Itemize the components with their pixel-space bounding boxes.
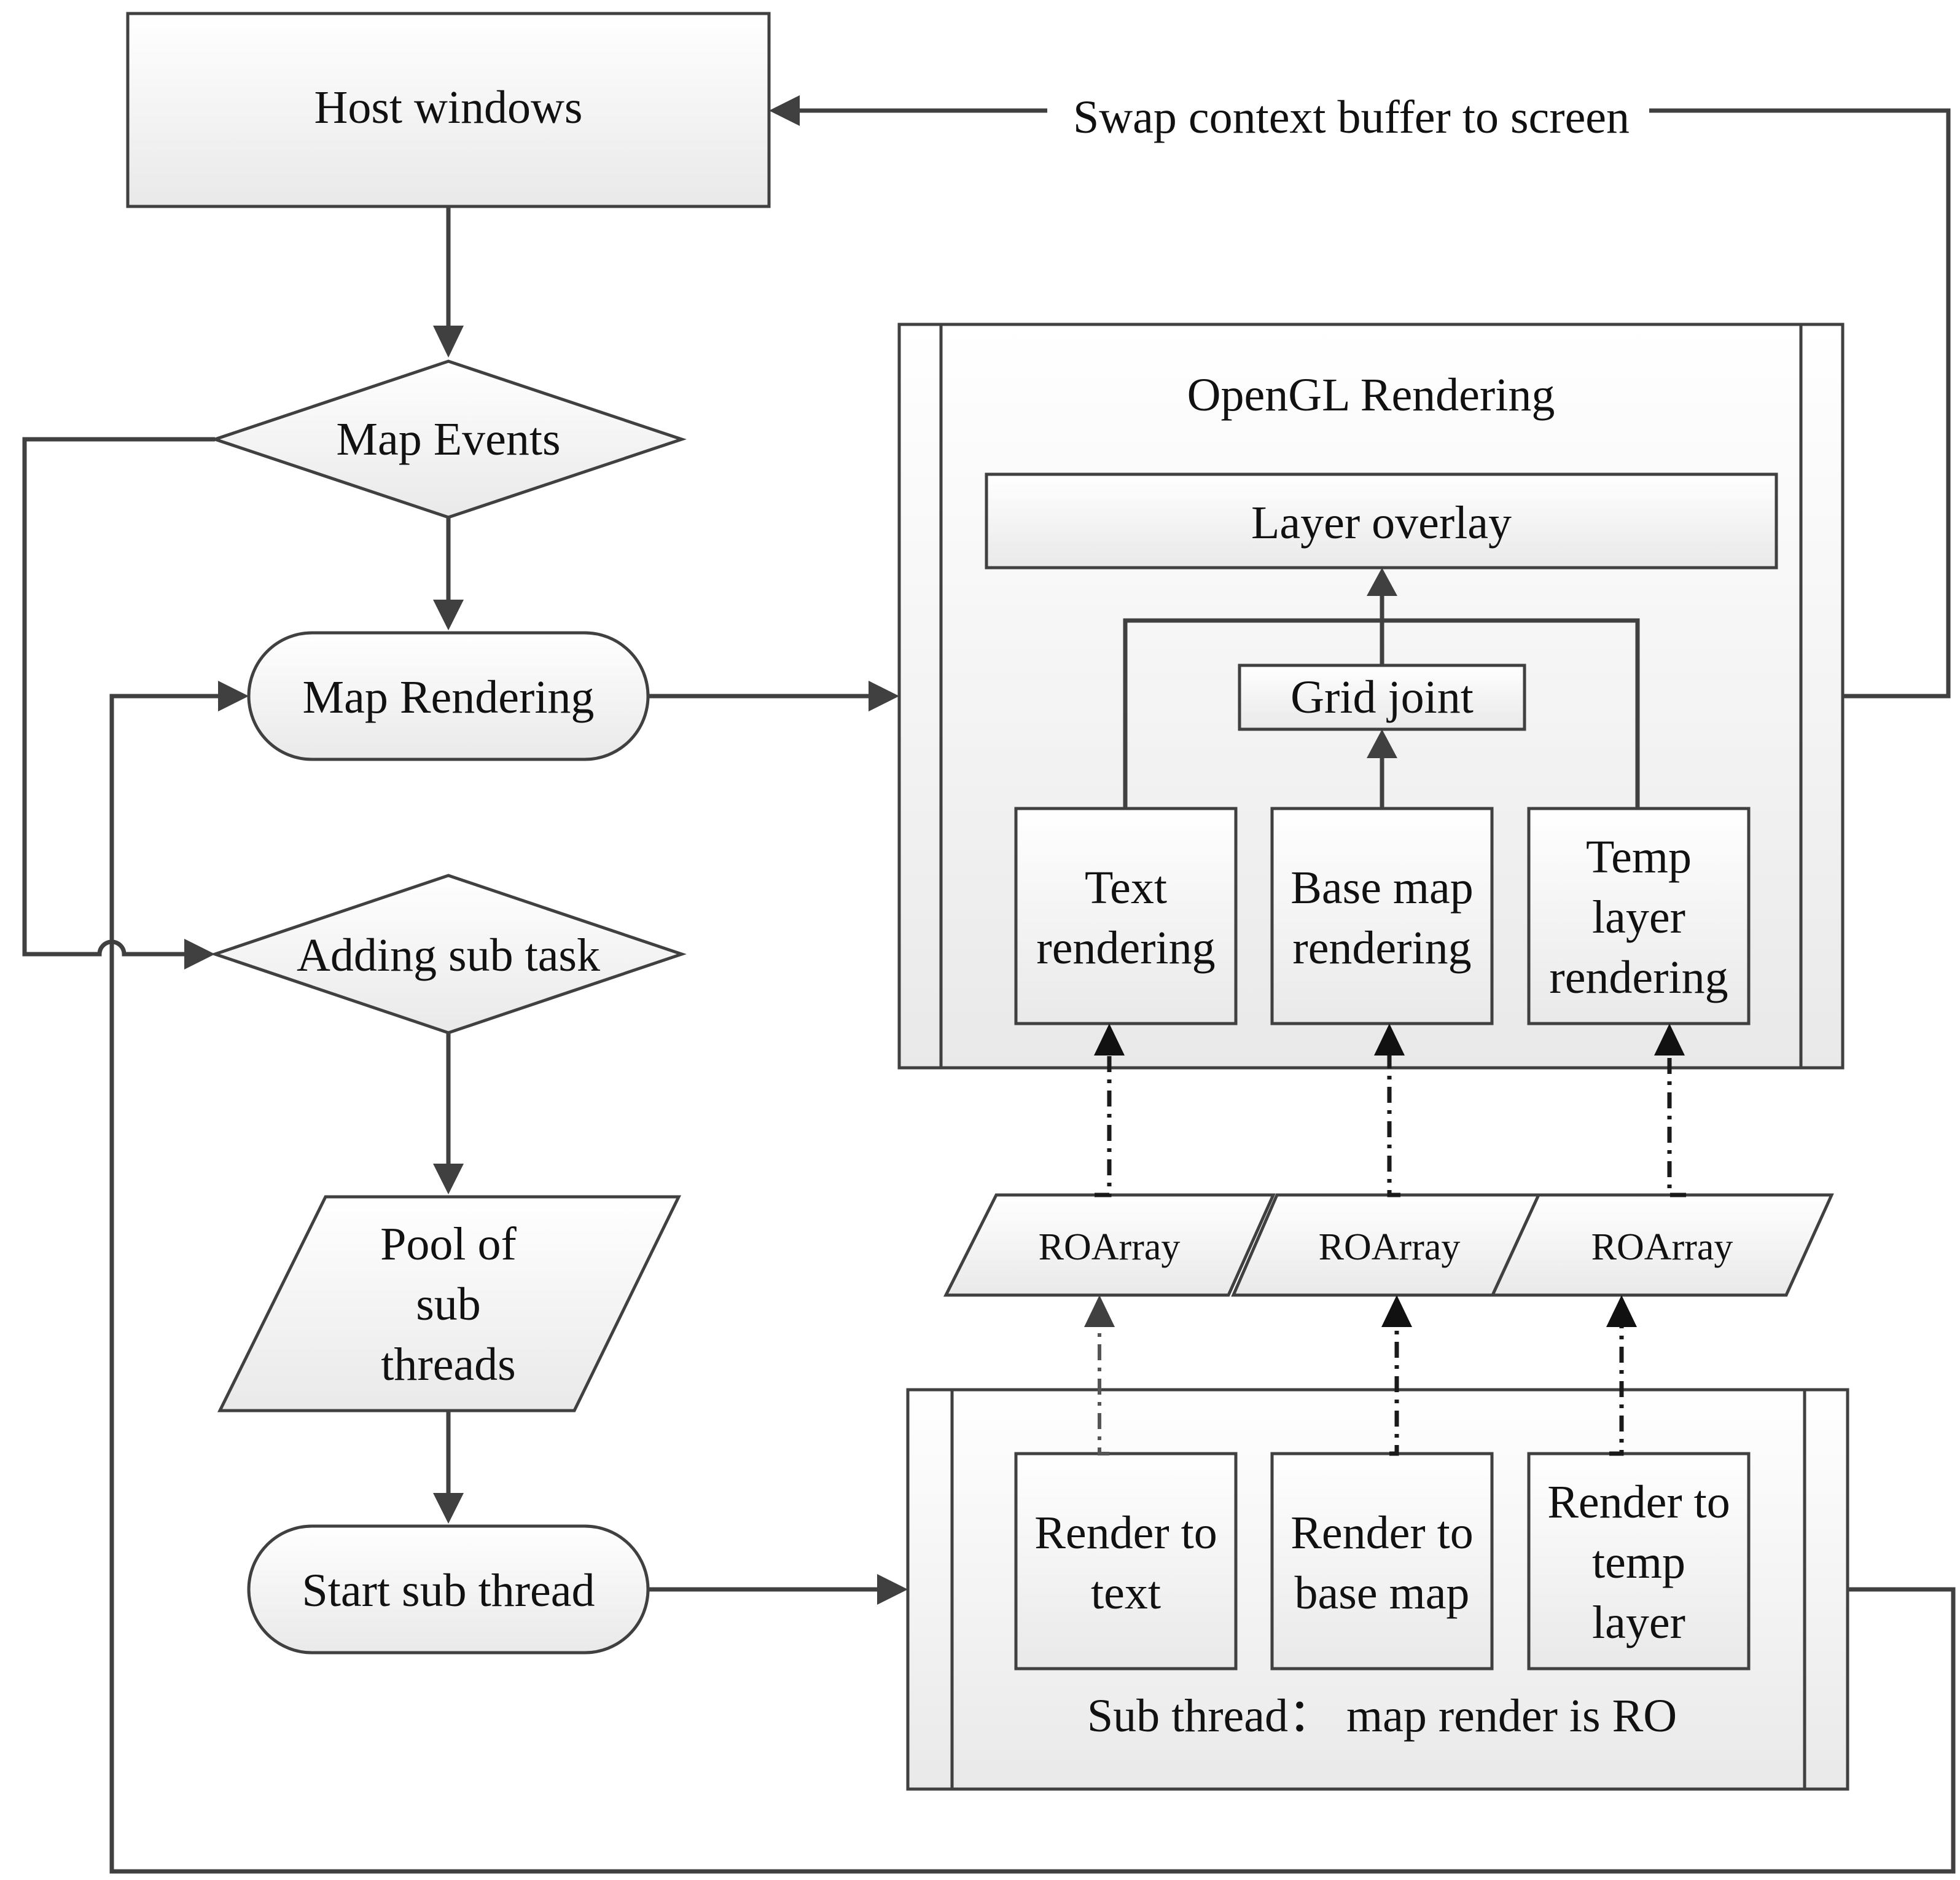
render-to-base-map-line-2: base map xyxy=(1295,1567,1470,1619)
adding-sub-task-node: Adding sub task xyxy=(210,874,687,1035)
sub-thread-caption: Sub thread： map render is RO xyxy=(1087,1690,1677,1742)
edge-events-to-adding xyxy=(22,437,215,969)
layer-overlay-label: Layer overlay xyxy=(1251,497,1512,549)
base-map-rendering-node: Base map rendering xyxy=(1270,807,1494,1025)
swap-buffer-label: Swap context buffer to screen xyxy=(1073,92,1630,143)
roarray-label-2: ROArray xyxy=(1319,1226,1461,1268)
roarray-label-1: ROArray xyxy=(1039,1226,1181,1268)
edge-roarray1-to-text xyxy=(1094,1024,1125,1197)
text-rendering-node: Text rendering xyxy=(1014,807,1238,1025)
pool-label-line-2: sub xyxy=(416,1279,481,1330)
map-events-node: Map Events xyxy=(210,359,687,519)
temp-layer-rendering-line-2: layer xyxy=(1592,891,1685,943)
host-windows-label: Host windows xyxy=(314,82,582,133)
layer-overlay-node: Layer overlay xyxy=(985,472,1778,570)
host-windows-node: Host windows xyxy=(126,12,771,208)
map-rendering-label: Map Rendering xyxy=(303,672,595,723)
edge-roarray2-to-basemap xyxy=(1374,1024,1405,1197)
edge-pool-to-start xyxy=(433,1411,464,1524)
pool-label-line-1: Pool of xyxy=(380,1218,517,1270)
edge-basemap-to-grid xyxy=(1367,729,1397,809)
start-sub-thread-node: Start sub thread xyxy=(247,1524,650,1655)
edge-grid-to-overlay xyxy=(1367,568,1397,665)
render-to-temp-layer-node: Render to temp layer xyxy=(1527,1452,1751,1670)
temp-layer-rendering-line-1: Temp xyxy=(1586,831,1692,883)
render-to-text-node: Render to text xyxy=(1014,1452,1238,1670)
pool-label-line-3: threads xyxy=(381,1339,515,1390)
edge-roarray3-to-temp xyxy=(1654,1024,1686,1197)
roarray-node-3: ROArray xyxy=(1490,1193,1834,1297)
edge-host-to-events xyxy=(433,206,464,358)
render-to-text-line-2: text xyxy=(1091,1567,1161,1619)
edge-adding-to-pool xyxy=(433,1033,464,1194)
grid-joint-node: Grid joint xyxy=(1238,664,1526,731)
temp-layer-rendering-node: Temp layer rendering xyxy=(1527,807,1751,1025)
edge-start-to-subthread xyxy=(648,1574,908,1605)
base-map-rendering-line-2: rendering xyxy=(1292,922,1471,974)
roarray-label-3: ROArray xyxy=(1591,1226,1733,1268)
edge-render-temp-to-roarray3 xyxy=(1606,1295,1637,1456)
edge-events-to-rendering xyxy=(433,517,464,630)
edge-subthread-to-map-rendering xyxy=(109,681,1956,1874)
edge-rendering-to-opengl xyxy=(648,681,899,711)
roarray-node-2: ROArray xyxy=(1231,1193,1541,1297)
grid-joint-label: Grid joint xyxy=(1290,672,1474,723)
pool-of-sub-threads-node: Pool of sub threads xyxy=(217,1195,682,1412)
render-to-base-map-node: Render to base map xyxy=(1270,1452,1494,1670)
edge-render-text-to-roarray1 xyxy=(1084,1295,1115,1455)
adding-sub-task-label: Adding sub task xyxy=(297,930,600,981)
temp-layer-rendering-line-3: rendering xyxy=(1549,952,1728,1003)
text-rendering-line-2: rendering xyxy=(1036,922,1215,974)
render-to-temp-layer-line-2: temp xyxy=(1592,1537,1685,1588)
render-to-temp-layer-line-1: Render to xyxy=(1547,1476,1730,1528)
roarray-node-1: ROArray xyxy=(943,1193,1276,1297)
render-to-base-map-line-1: Render to xyxy=(1290,1507,1474,1559)
opengl-title: OpenGL Rendering xyxy=(1187,369,1555,421)
start-sub-thread-label: Start sub thread xyxy=(302,1565,595,1616)
render-to-text-line-1: Render to xyxy=(1034,1507,1217,1559)
text-rendering-line-1: Text xyxy=(1085,862,1167,914)
edge-opengl-to-host: Swap context buffer to screen xyxy=(769,92,1951,699)
edge-text-temp-to-overlay xyxy=(1123,618,1640,809)
map-rendering-node: Map Rendering xyxy=(247,631,650,761)
edge-render-basemap-to-roarray2 xyxy=(1381,1295,1412,1456)
render-to-temp-layer-line-3: layer xyxy=(1592,1597,1685,1648)
base-map-rendering-line-1: Base map xyxy=(1290,862,1474,914)
map-events-label: Map Events xyxy=(336,413,560,465)
